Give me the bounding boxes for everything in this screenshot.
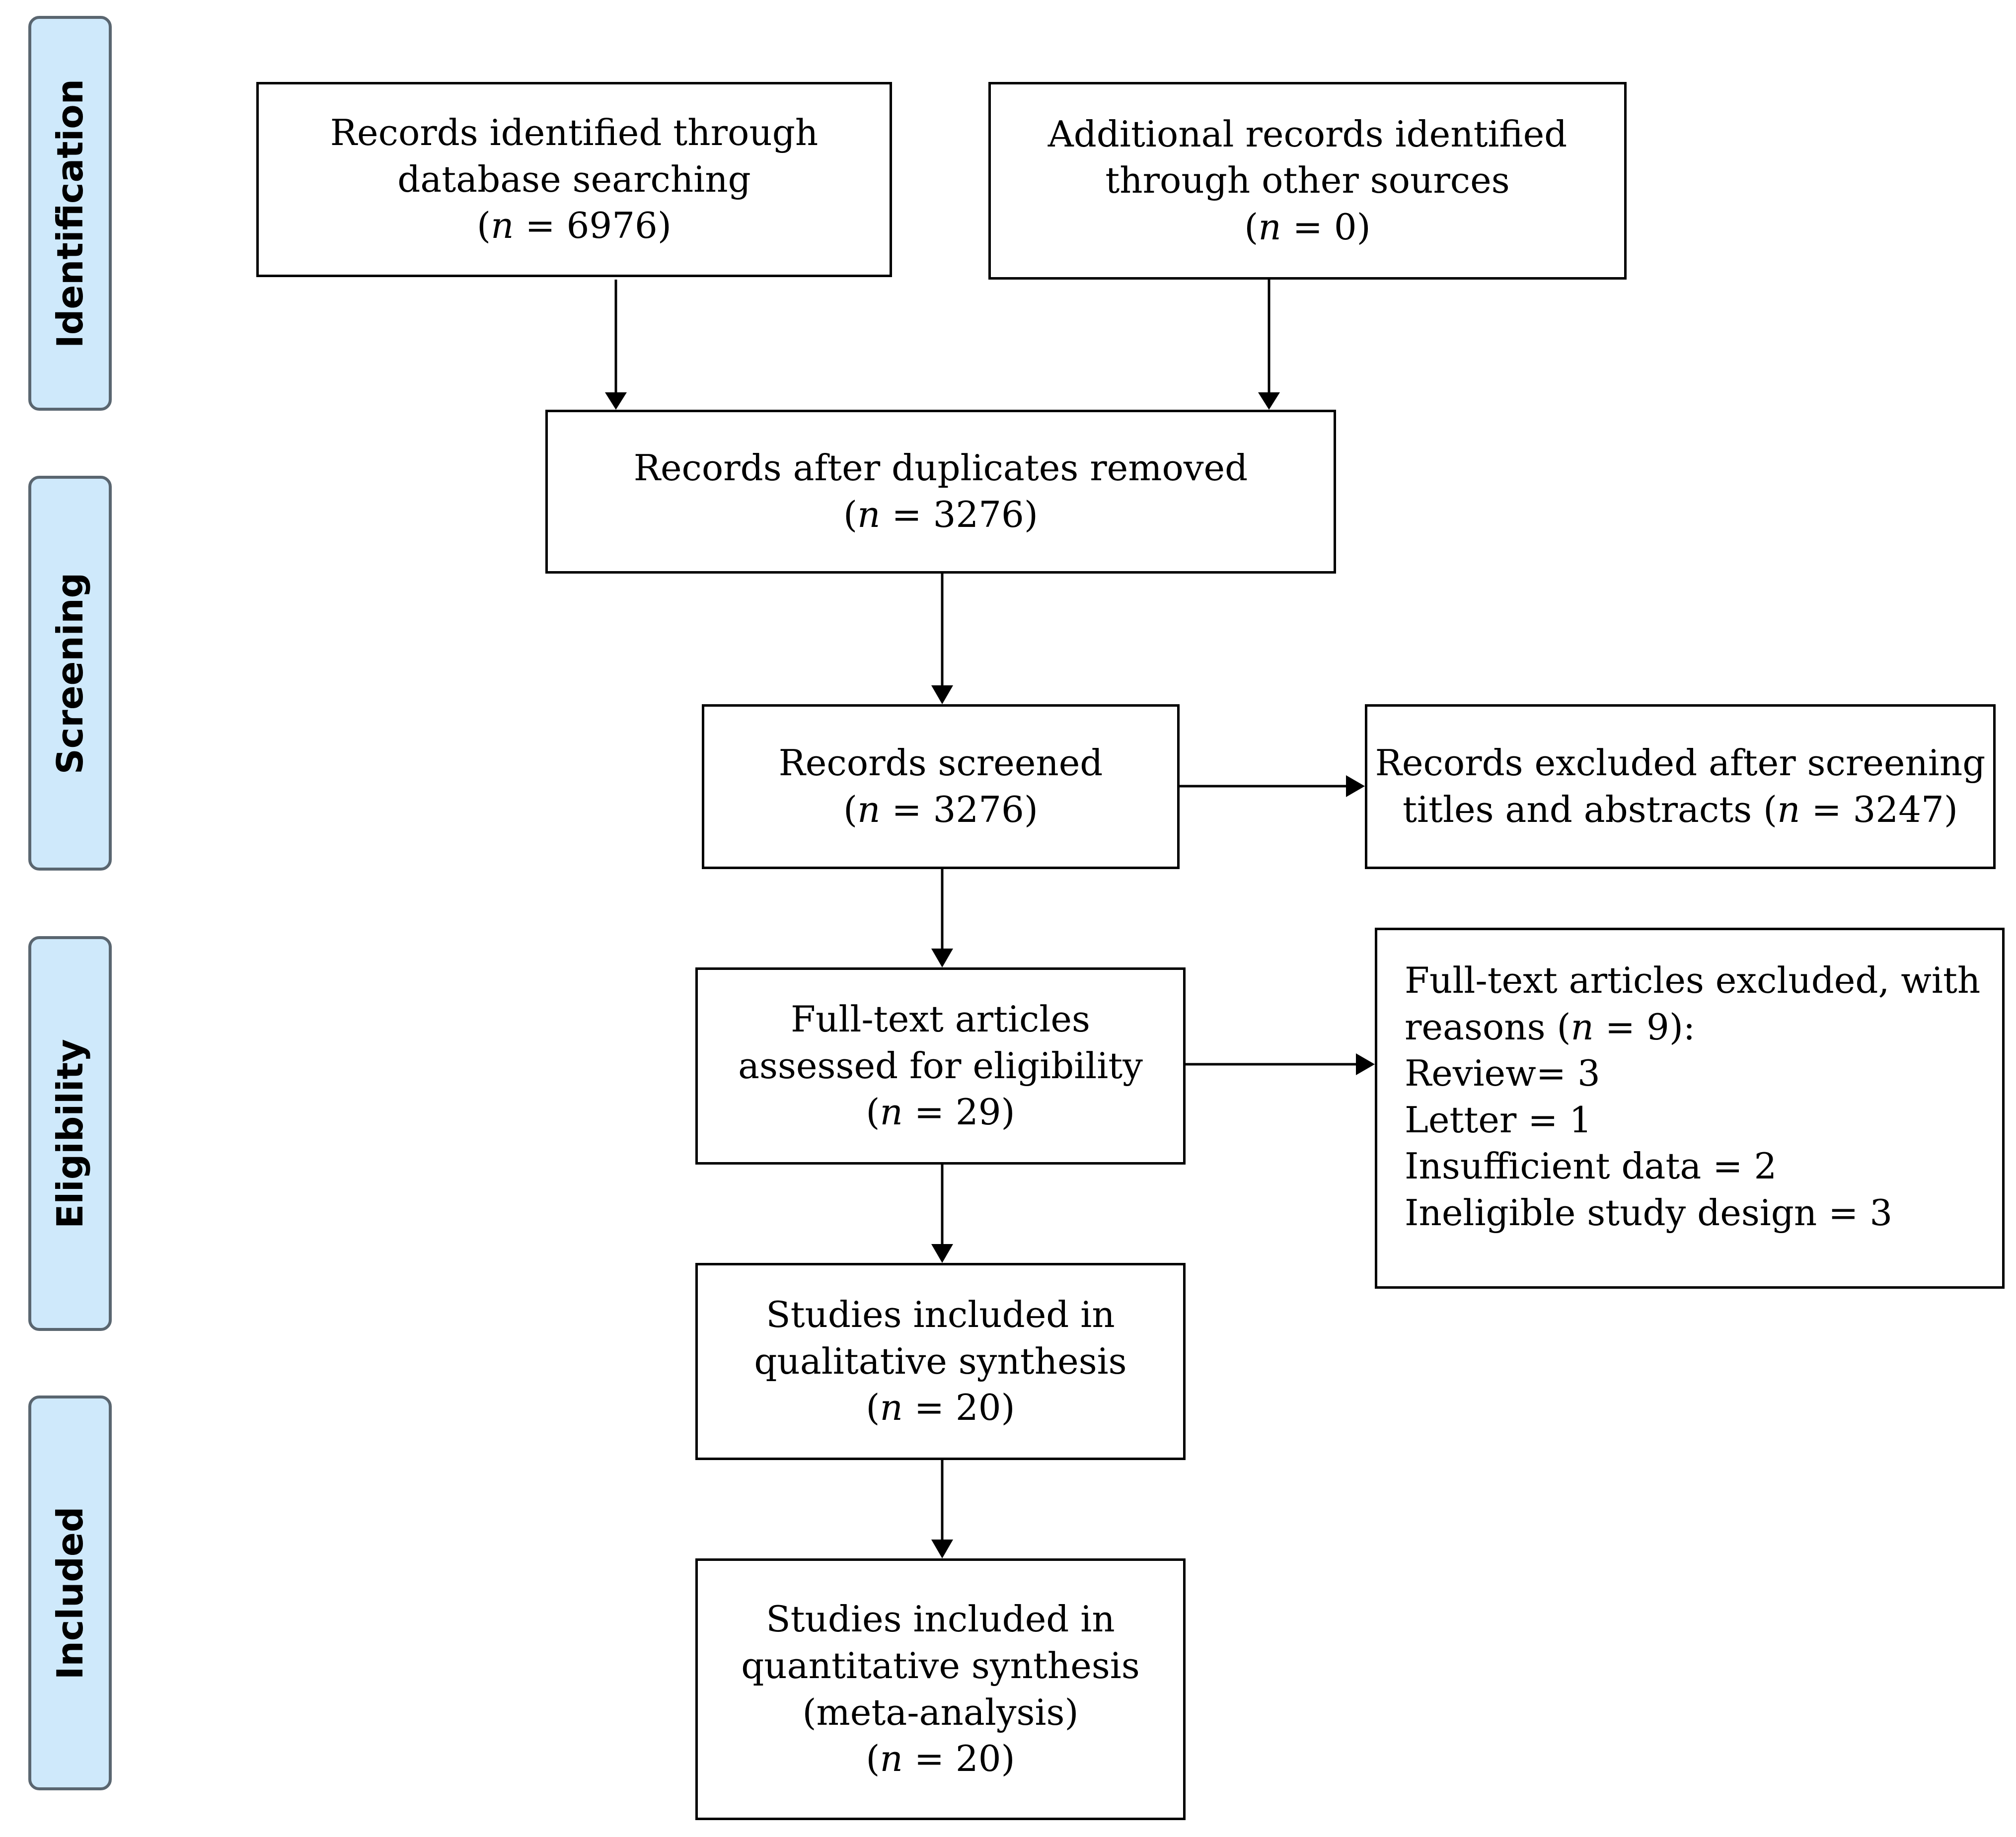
box-qualitative-synthesis: Studies included in qualitative synthesi…	[695, 1263, 1186, 1460]
arrowhead-qualitative	[931, 1244, 953, 1263]
box-quantitative-synthesis: Studies included in quantitative synthes…	[695, 1558, 1186, 1820]
arrowhead-screened	[931, 685, 953, 704]
other-sources-count: (n = 0)	[1244, 206, 1371, 248]
database-line1: Records identified through	[330, 112, 819, 154]
database-line2: database searching	[397, 158, 751, 200]
box-database-records: Records identified through database sear…	[256, 82, 892, 277]
box-records-screened: Records screened (n = 3276)	[702, 704, 1180, 869]
phase-eligibility: Eligibility	[28, 936, 112, 1331]
other-sources-line2: through other sources	[1105, 159, 1510, 202]
excluded-screening-line2: titles and abstracts (n = 3247)	[1403, 789, 1958, 830]
qualitative-line2: qualitative synthesis	[754, 1340, 1127, 1382]
arrowhead-other	[1258, 392, 1280, 410]
box-records-excluded-screening: Records excluded after screening titles …	[1365, 704, 1996, 869]
arrowhead-database	[605, 392, 627, 410]
database-count: (n = 6976)	[477, 205, 672, 247]
fulltext-assessed-count: (n = 29)	[866, 1091, 1015, 1133]
box-other-sources: Additional records identified through ot…	[988, 82, 1627, 280]
duplicates-line1: Records after duplicates removed	[633, 447, 1248, 489]
quantitative-line1: Studies included in	[766, 1598, 1115, 1640]
box-fulltext-excluded: Full-text articles excluded, with reason…	[1375, 928, 2005, 1289]
qualitative-line1: Studies included in	[766, 1294, 1115, 1336]
fulltext-excluded-line2: reasons (n = 9):	[1405, 1006, 1696, 1048]
screened-count: (n = 3276)	[843, 789, 1038, 830]
excluded-screening-line1: Records excluded after screening	[1375, 742, 1986, 784]
quantitative-line3: (meta-analysis)	[802, 1691, 1079, 1733]
box-duplicates-removed: Records after duplicates removed (n = 32…	[545, 410, 1336, 574]
reason-letter: Letter = 1	[1405, 1099, 1592, 1141]
reason-insufficient-data: Insufficient data = 2	[1405, 1145, 1777, 1187]
quantitative-count: (n = 20)	[866, 1738, 1015, 1780]
reason-review: Review= 3	[1405, 1052, 1600, 1095]
duplicates-count: (n = 3276)	[843, 494, 1038, 535]
phase-screening: Screening	[28, 476, 112, 871]
phase-included: Included	[28, 1396, 112, 1790]
arrowhead-excluded-screening	[1346, 775, 1365, 797]
reason-ineligible-design: Ineligible study design = 3	[1405, 1191, 1893, 1234]
arrowhead-fulltext	[931, 949, 953, 967]
other-sources-line1: Additional records identified	[1047, 113, 1568, 155]
arrowhead-excluded-fulltext	[1356, 1053, 1375, 1075]
phase-identification: Identification	[28, 16, 112, 411]
fulltext-assessed-line1: Full-text articles	[791, 998, 1090, 1040]
quantitative-line2: quantitative synthesis	[741, 1644, 1140, 1687]
fulltext-assessed-line2: assessed for eligibility	[738, 1044, 1143, 1087]
arrowhead-quantitative	[931, 1540, 953, 1558]
qualitative-count: (n = 20)	[866, 1387, 1015, 1429]
box-fulltext-assessed: Full-text articles assessed for eligibil…	[695, 967, 1186, 1165]
screened-line1: Records screened	[778, 742, 1103, 784]
fulltext-excluded-line1: Full-text articles excluded, with	[1405, 959, 1981, 1001]
